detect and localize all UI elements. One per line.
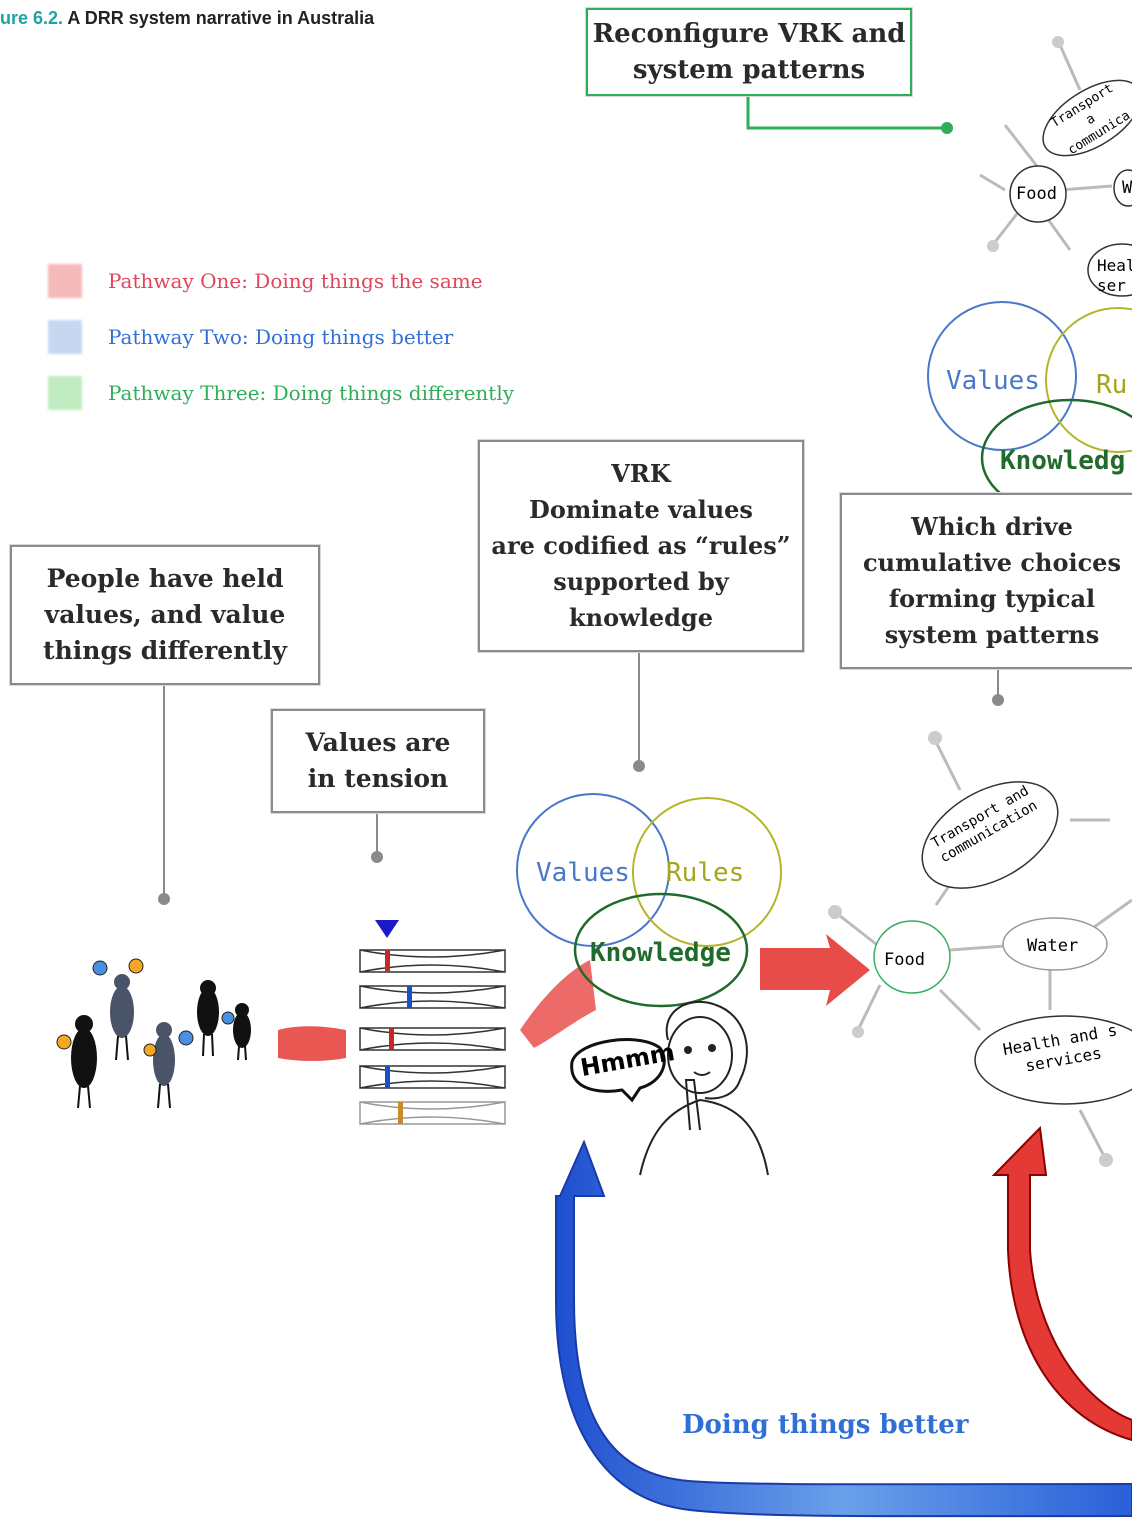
person-figure (153, 1022, 175, 1109)
legend-label-pathway-three: Pathway Three: Doing things differently (108, 381, 515, 405)
figure-caption: ure 6.2. A DRR system narrative in Austr… (0, 8, 374, 29)
legend-item-pathway-one: Pathway One: Doing things the same (48, 264, 483, 298)
reconfigure-box: Reconfigure VRK and system patterns (586, 8, 912, 96)
node-top-w: W (1122, 178, 1132, 198)
venn-top-rules-label: Ru (1096, 370, 1128, 400)
red-brush-arrows (278, 934, 870, 1061)
value-tokens (56, 958, 235, 1057)
venn-values-label: Values (536, 858, 630, 888)
venn-rules-label: Rules (666, 858, 745, 888)
choices-line-2: cumulative choices (863, 548, 1121, 577)
tension-line-1: Values are (305, 728, 451, 757)
venn-diagram-top (927, 301, 1132, 518)
legend-label-pathway-one: Pathway One: Doing things the same (108, 269, 483, 293)
speech-bubble (570, 1038, 666, 1103)
vrk-line-1: VRK (611, 459, 671, 488)
vrk-line-3: are codified as “rules” (491, 531, 791, 560)
blue-cycle-arrow (555, 1139, 1132, 1518)
person-figure (71, 1015, 97, 1109)
reconfigure-line-1: Reconfigure VRK and (592, 19, 906, 49)
venn-top-values-label: Values (946, 366, 1040, 396)
choices-line-4: system patterns (884, 620, 1100, 649)
legend-label-pathway-two: Pathway Two: Doing things better (108, 325, 454, 349)
legend-swatch-red (48, 264, 82, 298)
thinking-person (639, 1000, 769, 1176)
box-connectors (158, 650, 1004, 905)
person-figure (197, 980, 251, 1061)
vrk-line-4: supported by (553, 567, 729, 596)
venn-diagram-main (516, 793, 782, 1008)
vrk-line-2: Dominate values (529, 495, 753, 524)
choices-line-3: forming typical (888, 584, 1096, 613)
tension-line-2: in tension (307, 764, 449, 793)
legend-swatch-green (48, 376, 82, 410)
venn-top-knowledge-label: Knowledg (1000, 446, 1126, 476)
figure-title: A DRR system narrative in Australia (67, 8, 375, 28)
legend-swatch-blue (48, 320, 82, 354)
node-top-food: Food (1016, 184, 1057, 204)
legend-item-pathway-two: Pathway Two: Doing things better (48, 320, 453, 354)
system-network-top (979, 36, 1132, 297)
node-top-health: Heal ser (1097, 256, 1132, 296)
red-cycle-arrow (991, 1125, 1132, 1442)
vrk-box: VRK Dominate values are codified as “rul… (478, 440, 804, 652)
person-figure (110, 974, 134, 1061)
tension-sliders (359, 920, 506, 1125)
legend-item-pathway-three: Pathway Three: Doing things differently (48, 376, 514, 410)
node-food: Food (884, 950, 925, 970)
choices-box: Which drive cumulative choices forming t… (840, 493, 1132, 669)
vrk-line-5: knowledge (569, 603, 713, 632)
people-line-3: things differently (43, 636, 287, 665)
node-top-health-line-2: ser (1097, 276, 1126, 295)
venn-knowledge-label: Knowledge (590, 938, 731, 968)
node-water: Water (1027, 936, 1079, 956)
system-network-bottom (828, 731, 1132, 1167)
choices-line-1: Which drive (911, 512, 1073, 541)
people-figures (56, 958, 251, 1109)
people-values-box: People have held values, and value thing… (10, 545, 320, 685)
tension-box: Values are in tension (271, 709, 485, 813)
reconfigure-line-2: system patterns (632, 55, 866, 85)
reconfigure-connector (746, 94, 953, 134)
people-line-2: values, and value (44, 600, 286, 629)
people-line-1: People have held (46, 564, 284, 593)
doing-things-better-label: Doing things better (682, 1410, 969, 1440)
node-top-health-line-1: Heal (1097, 256, 1132, 275)
figure-number: ure 6.2. (0, 8, 64, 28)
